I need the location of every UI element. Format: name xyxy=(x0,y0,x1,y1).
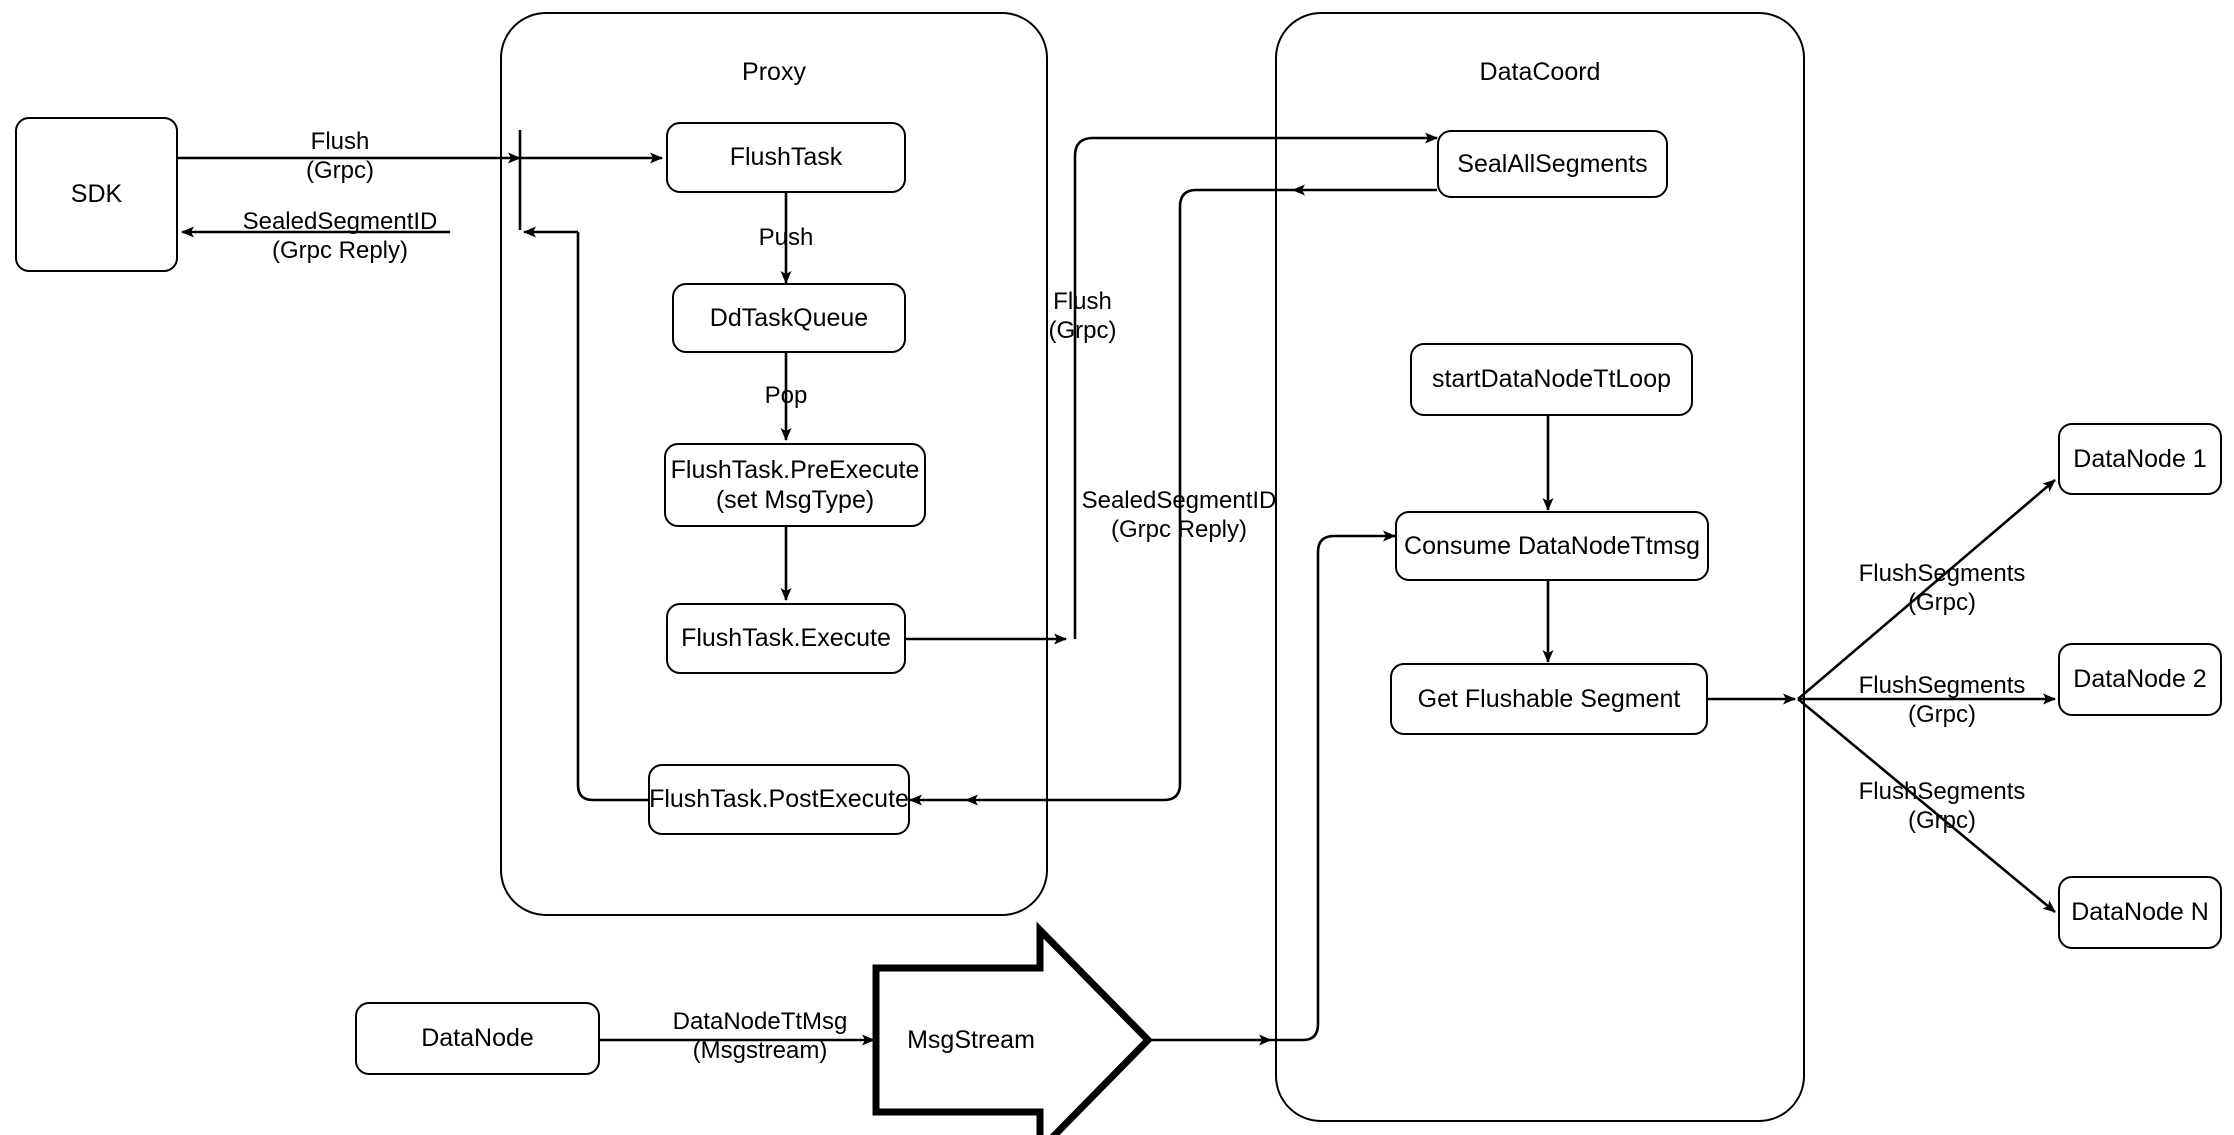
edge-junction-to-datanodeN xyxy=(1797,697,2056,914)
edge-msgstream-route-up xyxy=(1271,530,1396,1042)
node-get-flushable-segment-label: Get Flushable Segment xyxy=(1417,684,1681,713)
node-datanode-1-label: DataNode 1 xyxy=(2073,444,2207,473)
node-consume-datanodettmsg-label: Consume DataNodeTtmsg xyxy=(1404,531,1700,560)
node-flushtask-postexecute[interactable]: FlushTask.PostExecute xyxy=(648,764,910,835)
node-get-flushable-segment[interactable]: Get Flushable Segment xyxy=(1390,663,1708,735)
edge-label-flush-datanode-2: FlushSegments (Grpc) xyxy=(1858,672,2026,728)
edge-label-push: Push xyxy=(758,224,814,251)
node-flushtask-label: FlushTask xyxy=(729,143,843,172)
proxy-container-title: Proxy xyxy=(742,58,806,86)
datacoord-container-title: DataCoord xyxy=(1479,58,1601,86)
node-msgstream-label: MsgStream xyxy=(907,1026,1035,1054)
node-sealallsegments[interactable]: SealAllSegments xyxy=(1437,130,1668,198)
edge-postexecute-to-sdk-path xyxy=(576,232,662,802)
node-datanode-1[interactable]: DataNode 1 xyxy=(2058,423,2222,495)
edge-junction-to-datanode1 xyxy=(1797,479,2056,700)
node-consume-datanodettmsg[interactable]: Consume DataNodeTtmsg xyxy=(1395,511,1709,581)
edge-flush-to-datacoord xyxy=(1073,136,1277,639)
edge-label-proxy-to-datacoord: Flush (Grpc) xyxy=(1048,288,1117,344)
edge-label-sdk-to-proxy: Flush (Grpc) xyxy=(306,128,374,184)
edge-label-proxy-to-sdk: SealedSegmentID (Grpc Reply) xyxy=(242,208,438,264)
edge-label-flush-datanode-1: FlushSegments (Grpc) xyxy=(1858,560,2026,616)
proxy-container xyxy=(500,12,1048,916)
edge-label-datacoord-to-proxy: SealedSegmentID (Grpc Reply) xyxy=(1081,487,1277,543)
datacoord-container xyxy=(1275,12,1805,1122)
edge-sealall-reply-route xyxy=(965,188,1293,806)
node-sdk-label: SDK xyxy=(70,180,123,209)
node-startdatanodettloop[interactable]: startDataNodeTtLoop xyxy=(1410,343,1693,416)
node-startdatanodettloop-label: startDataNodeTtLoop xyxy=(1431,365,1672,394)
node-datanode-2[interactable]: DataNode 2 xyxy=(2058,643,2222,716)
node-flushtask-execute[interactable]: FlushTask.Execute xyxy=(666,603,906,674)
node-datanode[interactable]: DataNode xyxy=(355,1002,600,1075)
msgstream-shape xyxy=(872,921,1153,1135)
node-flushtask[interactable]: FlushTask xyxy=(666,122,906,193)
node-flushtask-postexecute-label: FlushTask.PostExecute xyxy=(649,785,909,814)
node-datanode-label: DataNode xyxy=(421,1024,534,1053)
edge-label-pop: Pop xyxy=(764,382,808,409)
edge-label-datanode-to-msgstream: DataNodeTtMsg (Msgstream) xyxy=(672,1008,848,1064)
node-datanode-n[interactable]: DataNode N xyxy=(2058,876,2222,949)
node-datanode-n-label: DataNode N xyxy=(2071,898,2209,927)
node-sealallsegments-label: SealAllSegments xyxy=(1457,149,1648,178)
node-flushtask-execute-label: FlushTask.Execute xyxy=(681,624,891,653)
edge-label-flush-datanode-n: FlushSegments (Grpc) xyxy=(1858,778,2026,834)
node-sdk[interactable]: SDK xyxy=(15,117,178,272)
node-datanode-2-label: DataNode 2 xyxy=(2073,665,2207,694)
node-flushtask-preexecute[interactable]: FlushTask.PreExecute (set MsgType) xyxy=(664,443,926,527)
node-ddtaskqueue[interactable]: DdTaskQueue xyxy=(672,283,906,353)
node-ddtaskqueue-label: DdTaskQueue xyxy=(709,303,869,332)
node-flushtask-preexecute-label: FlushTask.PreExecute (set MsgType) xyxy=(670,456,920,514)
